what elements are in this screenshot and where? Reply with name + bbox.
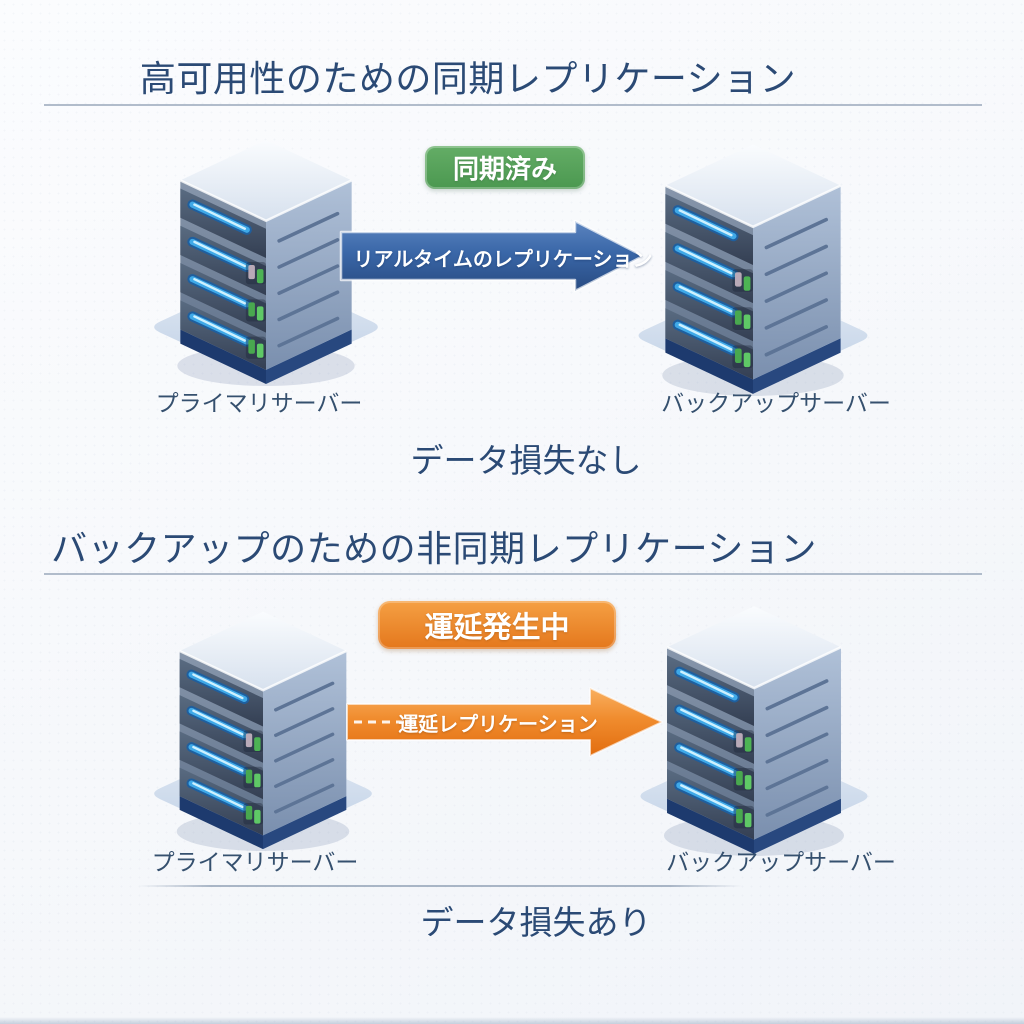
sync-status-badge: 同期済み bbox=[425, 146, 585, 189]
section-divider bbox=[44, 573, 982, 575]
bottom-shadow bbox=[0, 1017, 1024, 1024]
delay-status-badge: 運延発生中 bbox=[378, 601, 616, 649]
section-divider bbox=[44, 104, 982, 106]
async-caption: データ損失あり bbox=[420, 903, 652, 942]
async-replication-arrow bbox=[344, 683, 668, 763]
right-arrow-icon bbox=[346, 687, 663, 757]
backup-server-icon bbox=[624, 132, 882, 398]
caption-divider bbox=[138, 885, 742, 887]
sync-replication-arrow bbox=[337, 213, 649, 299]
backup-server-label: バックアップサーバー bbox=[666, 850, 896, 876]
async-section-title: バックアップのための非同期レプリケーション bbox=[51, 529, 817, 570]
primary-server-label: プライマリサーバー bbox=[151, 850, 359, 876]
sync-section-title: 高可用性のための同期レプリケーション bbox=[139, 59, 797, 100]
sync-caption: データ損失なし bbox=[410, 441, 642, 480]
async-arrow-label: 運延レプリケーション bbox=[398, 711, 598, 736]
right-arrow-icon bbox=[339, 219, 645, 293]
sync-arrow-label: リアルタイムのレプリケーション bbox=[353, 246, 653, 271]
backup-server-label: バックアップサーバー bbox=[661, 391, 891, 417]
primary-server-label: プライマリサーバー bbox=[155, 391, 363, 417]
